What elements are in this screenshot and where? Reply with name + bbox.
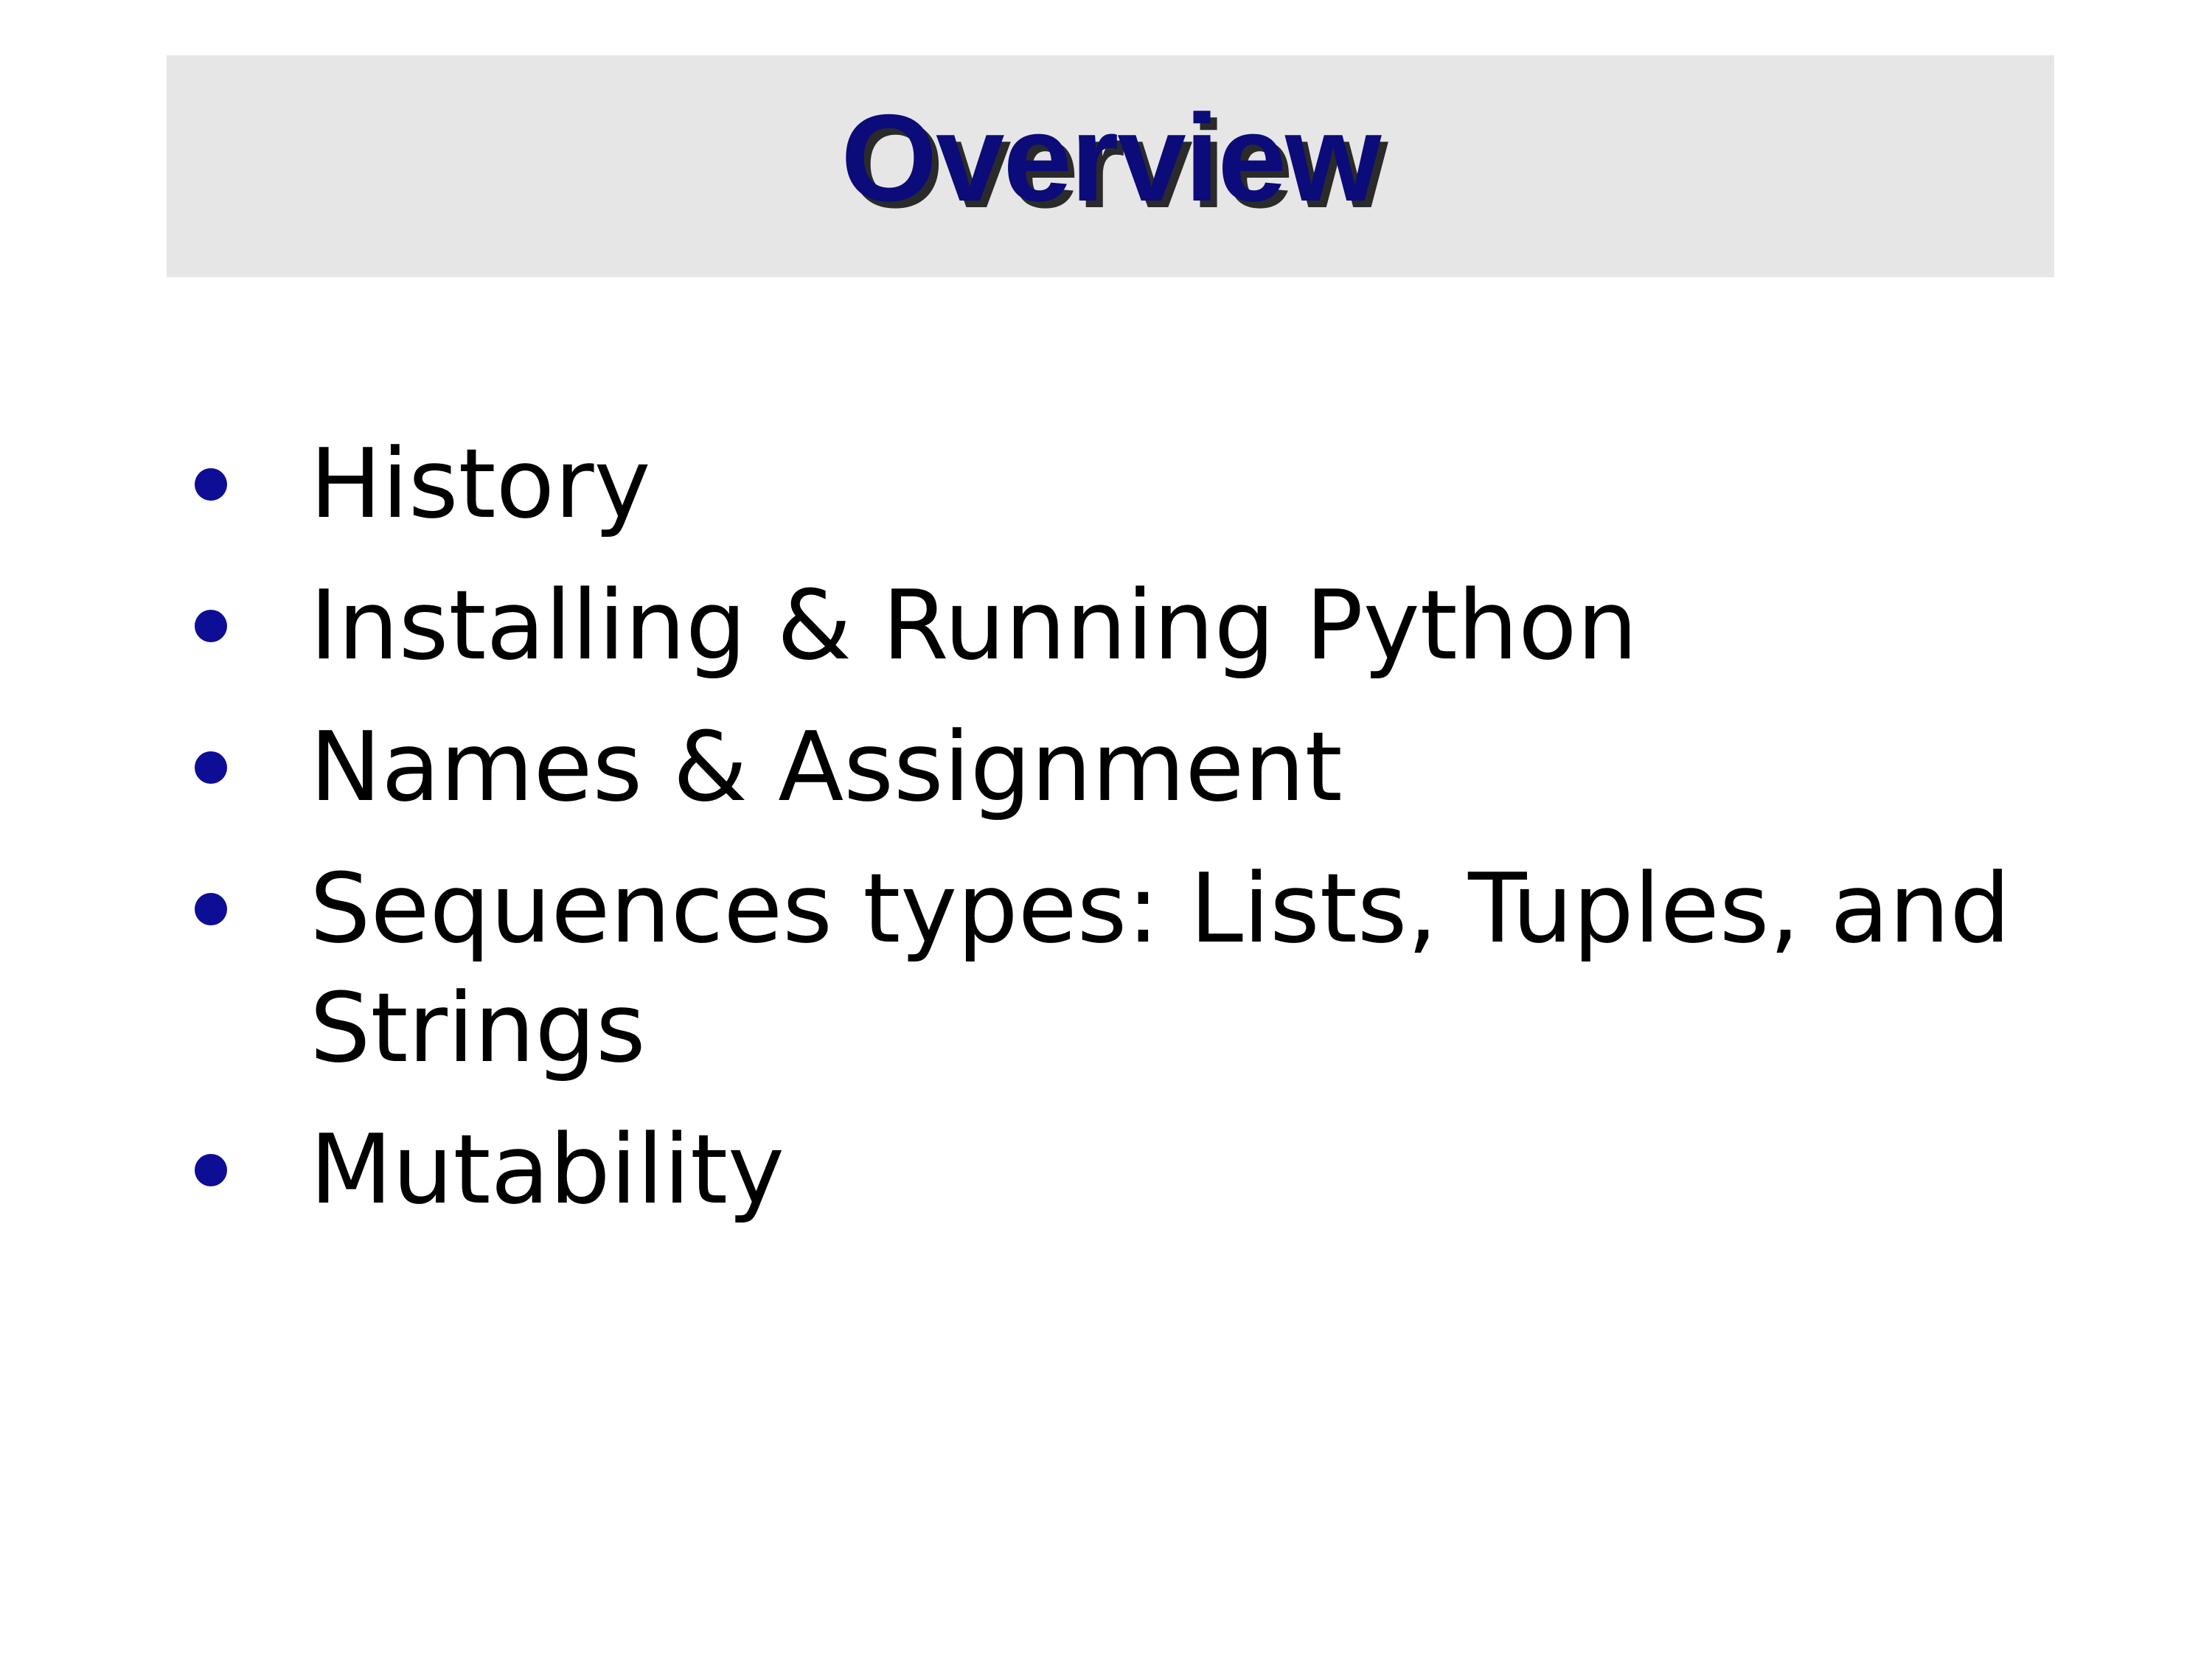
bullet-text: Sequences types: Lists, Tuples, and Stri… — [310, 852, 2011, 1084]
title-bar: Overview — [167, 55, 2054, 277]
bullet-text: History — [310, 428, 651, 540]
bullet-item-mutability: Mutability — [184, 1110, 2028, 1229]
bullet-item-history: History — [184, 424, 2028, 543]
bullet-list: History Installing & Running Python Name… — [184, 424, 2028, 1251]
bullet-dot-icon — [195, 1154, 227, 1186]
bullet-dot-icon — [195, 468, 227, 501]
bullet-dot-icon — [195, 610, 227, 642]
bullet-text: Installing & Running Python — [310, 569, 1638, 681]
bullet-item-sequences: Sequences types: Lists, Tuples, and Stri… — [184, 849, 2028, 1088]
bullet-dot-icon — [195, 751, 227, 784]
bullet-text: Names & Assignment — [310, 711, 1343, 823]
bullet-text: Mutability — [310, 1113, 785, 1225]
slide-title: Overview — [841, 88, 1381, 227]
bullet-item-installing: Installing & Running Python — [184, 566, 2028, 685]
bullet-dot-icon — [195, 893, 227, 925]
bullet-item-names: Names & Assignment — [184, 707, 2028, 827]
